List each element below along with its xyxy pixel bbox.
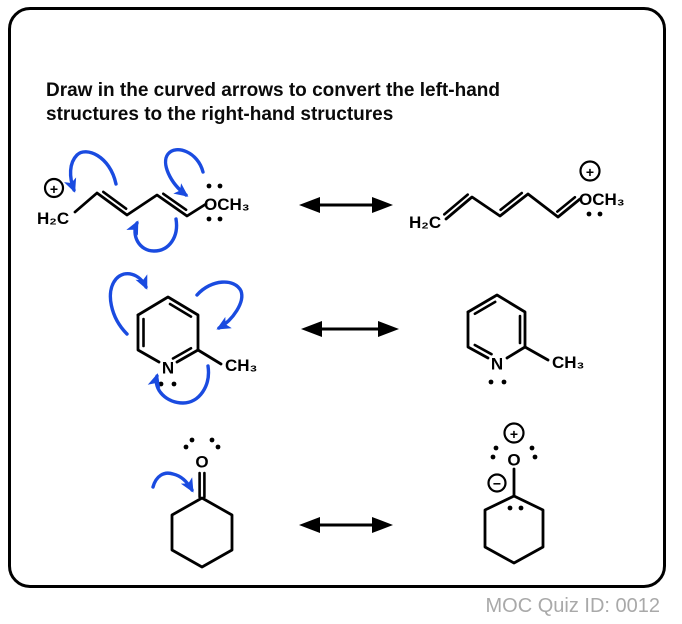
- structure-cyclohexyl-oxide-right: O + −: [483, 422, 545, 565]
- plus-charge-icon: [579, 160, 601, 182]
- resonance-arrowhead-left: [301, 321, 322, 337]
- double-bond-line: [443, 193, 469, 216]
- atom-label-o: O: [507, 451, 520, 470]
- resonance-arrow: [299, 197, 393, 213]
- lone-pair-dots-right: [529, 445, 538, 460]
- ring-bonds: [483, 494, 545, 565]
- curved-arrow-ring-right: [195, 280, 244, 330]
- plus-charge-icon: [43, 177, 65, 199]
- resonance-arrowhead-right: [372, 197, 393, 213]
- bond-to-methyl: [196, 348, 223, 366]
- atom-label-och3: OCH₃: [579, 190, 625, 209]
- plus-charge-sign: +: [586, 164, 594, 180]
- quiz-instructions: Draw in the curved arrows to convert the…: [46, 79, 606, 127]
- atom-label-h2c: H₂C: [37, 209, 69, 228]
- card-border: [8, 7, 666, 588]
- lone-pair-dots-n: [488, 379, 507, 385]
- bond-skeleton: [444, 192, 582, 221]
- structure-pentadienyl-methoxy-cation-left: + H₂C OCH₃: [37, 148, 250, 253]
- plus-charge-icon: [503, 422, 525, 444]
- quiz-instructions-line1: Draw in the curved arrows to convert the…: [46, 80, 500, 101]
- resonance-arrowhead-right: [372, 517, 393, 533]
- ring-bonds: [466, 310, 490, 360]
- resonance-arrow: [299, 517, 393, 533]
- minus-charge-icon: [487, 473, 507, 493]
- resonance-arrowhead-right: [378, 321, 399, 337]
- structure-cyclohexanone-left: O: [151, 437, 234, 569]
- atom-label-h2c: H₂C: [409, 213, 441, 232]
- double-bond-line: [473, 300, 497, 316]
- atom-label-ch3: CH₃: [225, 356, 257, 375]
- lone-pair-dots-carbanion: [507, 505, 524, 511]
- quiz-id-label: MOC Quiz ID: 0012: [485, 595, 660, 617]
- double-bond-line: [171, 347, 193, 360]
- lone-pair-dots-left: [490, 445, 499, 460]
- quiz-instructions-line2: structures to the right-hand structures: [46, 104, 394, 125]
- lone-pair-dots-bottom: [206, 216, 223, 222]
- ring-bonds: [136, 295, 200, 364]
- lone-pair-dots-left: [183, 437, 195, 450]
- ring-bonds: [170, 496, 234, 569]
- structure-methylpyridine-right: N CH₃: [466, 293, 584, 385]
- bond-skeleton: [73, 191, 208, 218]
- resonance-arrowhead-left: [299, 517, 320, 533]
- atom-label-n: N: [162, 359, 174, 378]
- lone-pair-dots-n: [158, 381, 177, 387]
- curved-arrow-pi-to-carbon: [151, 471, 194, 493]
- curved-arrow-pi-shift: [126, 217, 179, 253]
- curved-arrow-ring-top-left: [108, 272, 148, 336]
- double-bond-line: [499, 191, 524, 212]
- atom-label-n: N: [491, 355, 503, 374]
- double-bond-line: [102, 190, 128, 210]
- plus-charge-sign: +: [510, 426, 518, 442]
- double-bond-line: [162, 192, 188, 212]
- bond-to-methyl: [523, 345, 550, 362]
- lone-pair-dots-right: [209, 437, 221, 450]
- ring-bonds: [136, 313, 161, 364]
- structure-oxocarbenium-right: + H₂C OCH₃: [409, 160, 625, 232]
- curved-arrow-ring-bottom: [147, 364, 211, 405]
- double-bond-line: [168, 302, 193, 318]
- ring-bonds: [466, 293, 527, 360]
- double-bond-line: [473, 343, 493, 356]
- curved-arrow-pi-to-cation: [63, 150, 118, 193]
- atom-label-och3: OCH₃: [204, 195, 250, 214]
- atom-label-ch3: CH₃: [552, 353, 584, 372]
- lone-pair-dots-bottom: [586, 211, 603, 217]
- curved-arrow-lonepair-to-bond: [163, 148, 205, 197]
- resonance-arrowhead-left: [299, 197, 320, 213]
- plus-charge-sign: +: [50, 181, 58, 197]
- lone-pair-dots-top: [206, 183, 223, 189]
- resonance-arrow: [301, 321, 399, 337]
- minus-charge-sign: −: [493, 476, 501, 492]
- structure-methylpyridine-left: N CH₃: [108, 272, 257, 405]
- double-bond-line: [556, 195, 577, 213]
- atom-label-o: O: [195, 453, 208, 472]
